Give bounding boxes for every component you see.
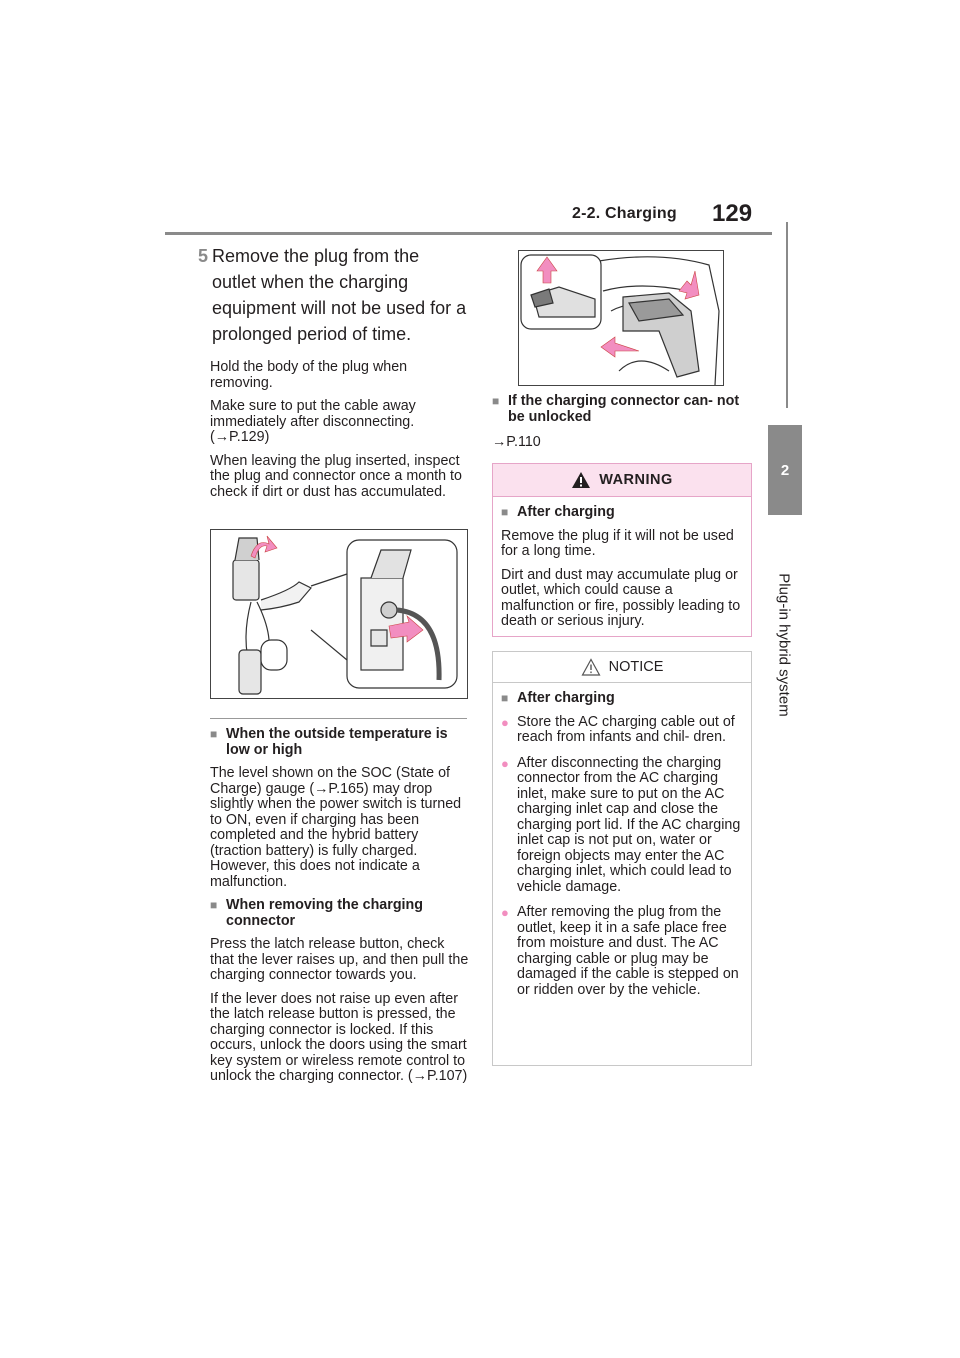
notice-bullet: After removing the plug from the outlet,… <box>501 904 743 998</box>
note-paragraph: When leaving the plug inserted, inspect … <box>210 452 462 500</box>
chapter-label-text: Plug-in hybrid system <box>775 573 793 717</box>
plug-removal-illustration <box>210 529 468 699</box>
unlock-section: If the charging connector can- not be un… <box>492 393 754 459</box>
notice-bullet: After disconnecting the charging connect… <box>501 755 743 896</box>
note-paragraph: Make sure to put the cable away immediat… <box>210 398 416 445</box>
charging-connector-illustration <box>518 250 724 386</box>
step-number: 5 <box>198 246 209 266</box>
step-notes: Hold the body of the plug when removing.… <box>210 359 472 508</box>
warning-triangle-icon <box>572 472 591 488</box>
page-number: 129 <box>712 200 753 227</box>
removing-heading: When removing the charging connector <box>210 897 472 929</box>
note-paragraph: Hold the body of the plug when removing. <box>210 359 408 391</box>
notice-bullet: Store the AC charging cable out of reach… <box>501 714 743 746</box>
side-rule <box>786 222 788 408</box>
notice-box: NOTICE After charging Store the AC charg… <box>492 651 752 1066</box>
warning-paragraph: Remove the plug if it will not be used f… <box>501 527 734 559</box>
chapter-tab[interactable]: 2 <box>768 425 802 515</box>
temperature-heading: When the outside temperature is low or h… <box>210 726 472 758</box>
temperature-text: The level shown on the SOC (State of Cha… <box>210 765 462 890</box>
header-rule <box>165 232 772 235</box>
notice-header: NOTICE <box>493 652 751 683</box>
unlock-reference[interactable]: →P.110 <box>492 434 541 450</box>
left-sections: When the outside temperature is low or h… <box>210 726 472 1093</box>
warning-body: After charging Remove the plug if it wil… <box>493 497 751 630</box>
section-divider <box>210 718 467 719</box>
warning-box: WARNING After charging Remove the plug i… <box>492 463 752 637</box>
step-text: Remove the plug from the outlet when the… <box>212 246 467 344</box>
warning-header: WARNING <box>493 464 751 497</box>
warning-paragraph: Dirt and dust may accumulate plug or out… <box>501 566 741 629</box>
notice-body: After charging Store the AC charging cab… <box>493 683 751 998</box>
notice-title: NOTICE <box>608 659 664 675</box>
section-title: 2-2. Charging <box>572 205 677 222</box>
chapter-label: Plug-in hybrid system <box>754 535 814 755</box>
warning-heading: After charging <box>501 504 743 521</box>
removing-paragraph: Press the latch release button, check th… <box>210 936 469 983</box>
warning-title: WARNING <box>599 472 673 488</box>
unlock-heading: If the charging connector can- not be un… <box>492 393 754 425</box>
notice-heading: After charging <box>501 690 743 707</box>
removing-paragraph: If the lever does not raise up even afte… <box>210 990 468 1084</box>
step-5: 5 Remove the plug from the outlet when t… <box>198 243 467 347</box>
notice-triangle-icon <box>581 658 601 676</box>
